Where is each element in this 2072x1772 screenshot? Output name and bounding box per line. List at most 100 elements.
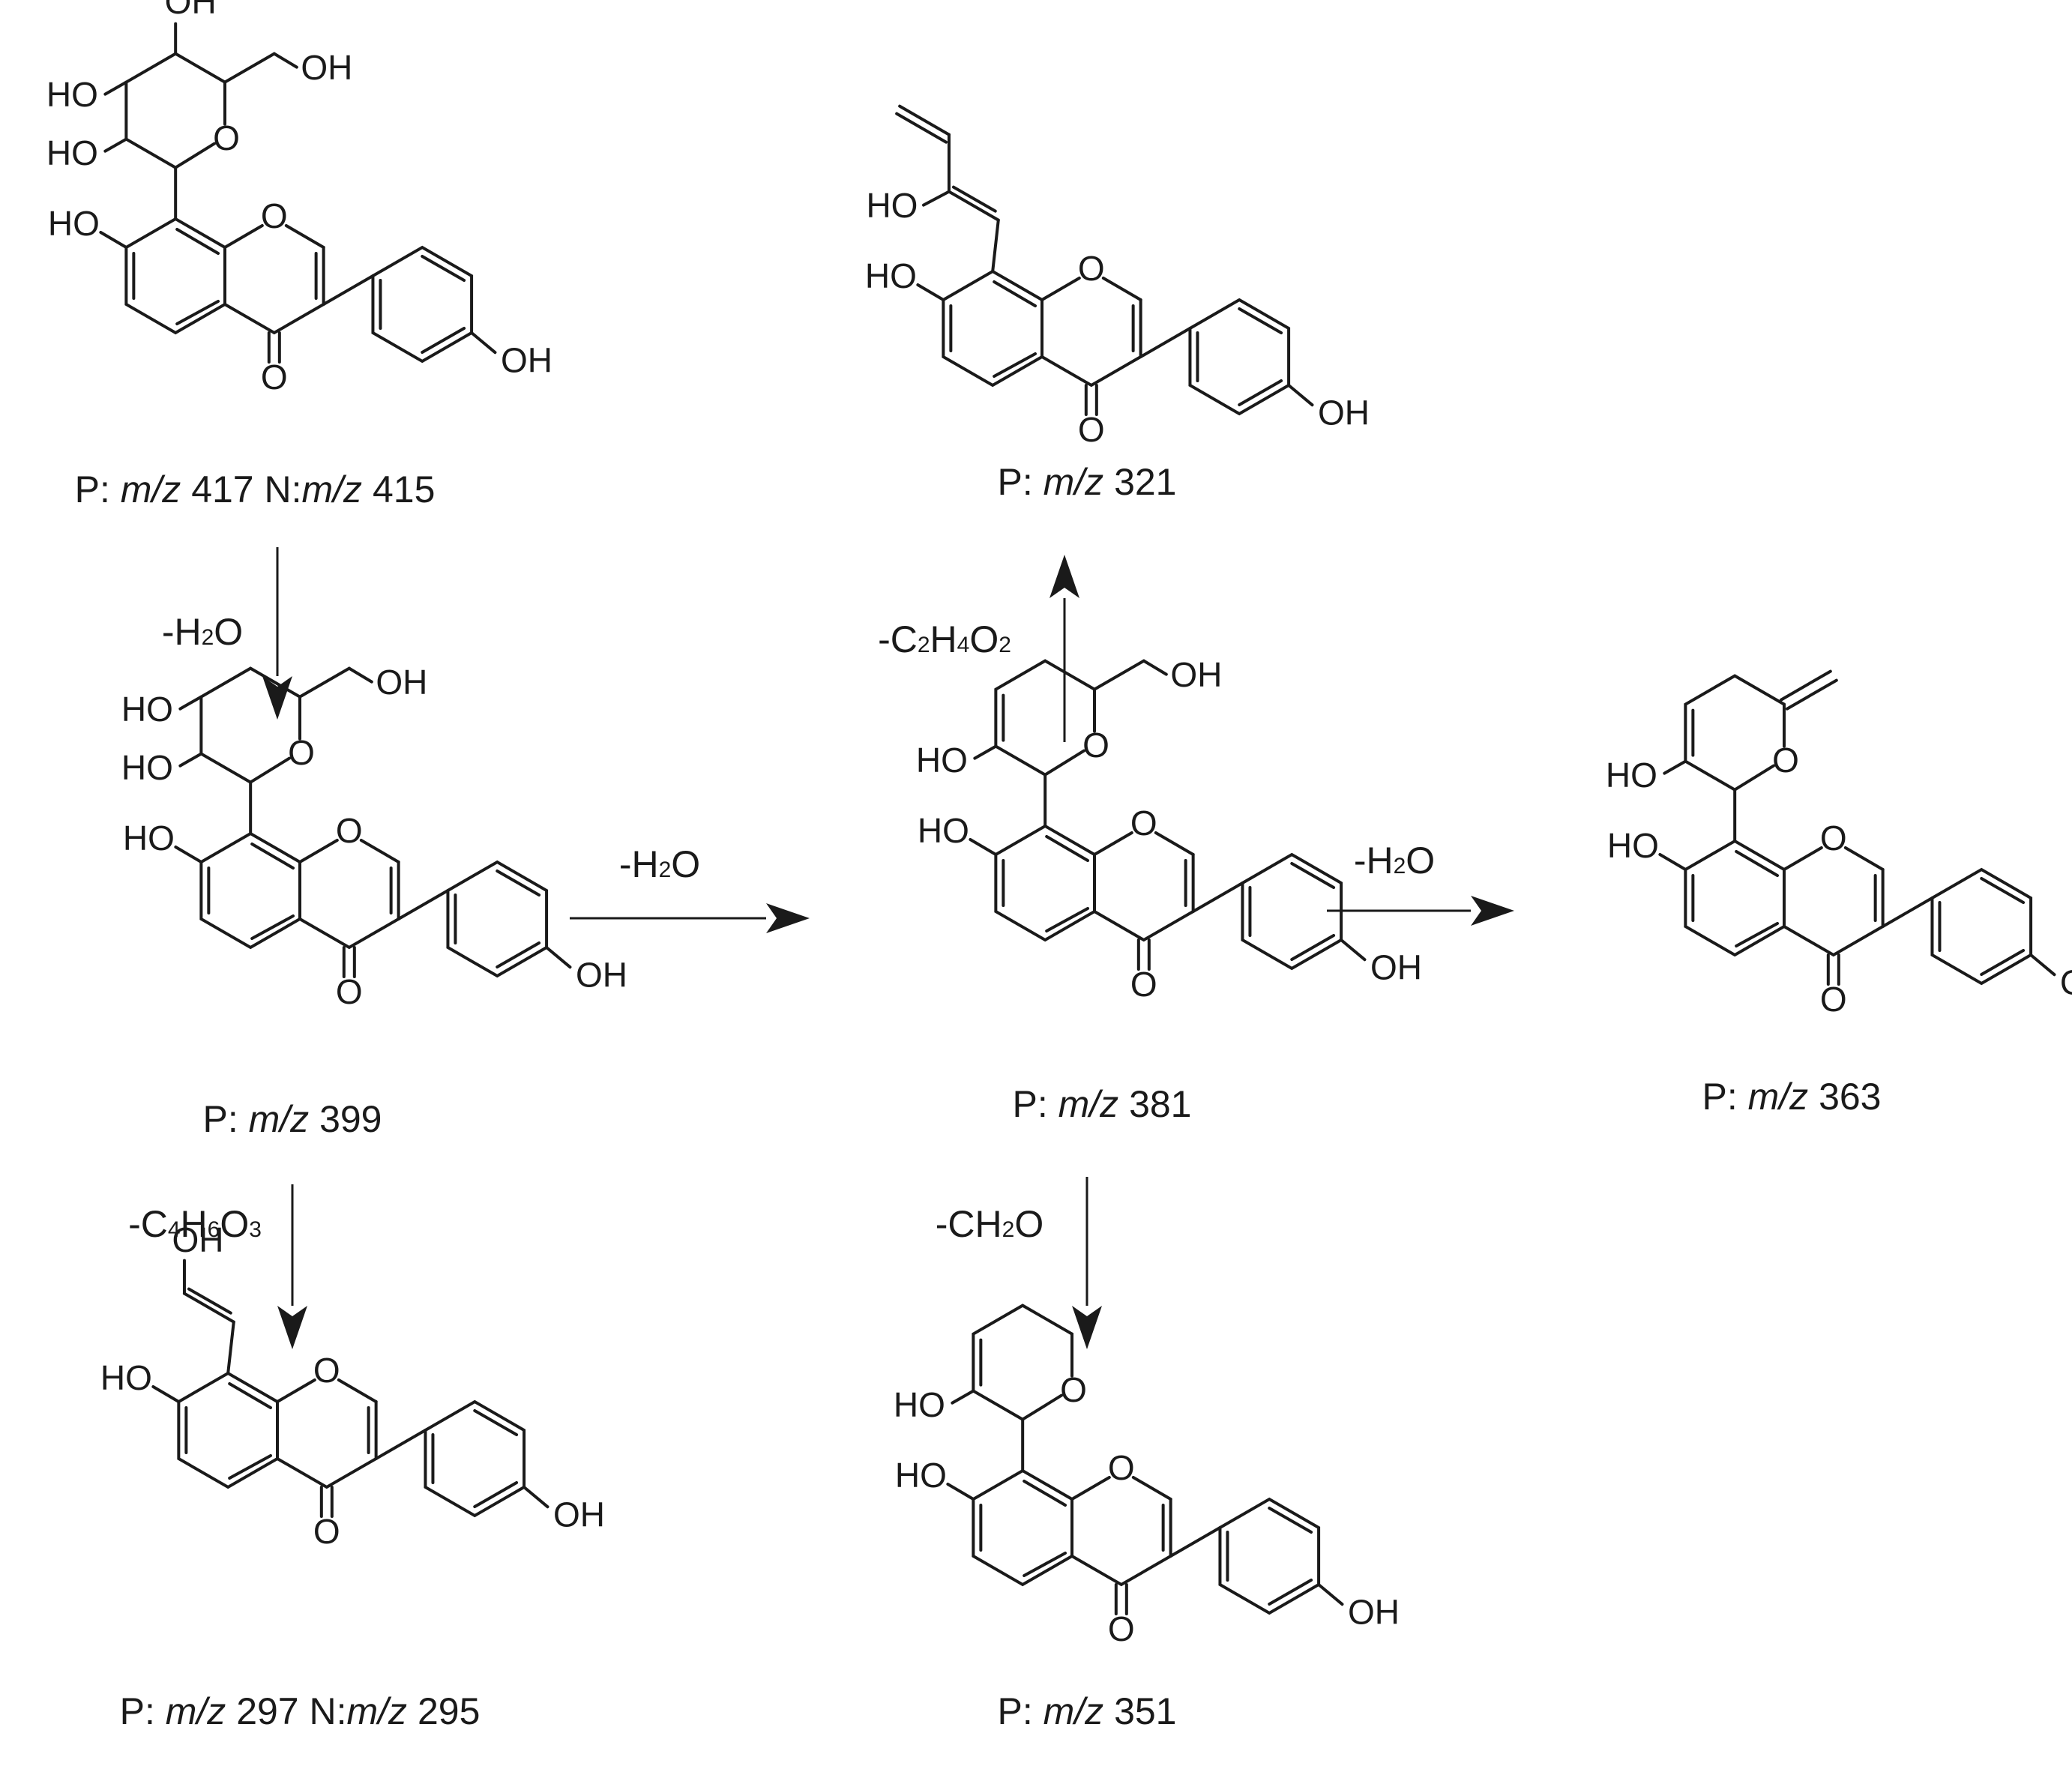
double-bond xyxy=(1290,862,1336,889)
arrow-a1: -H2O xyxy=(162,547,292,720)
double-bond xyxy=(421,327,466,354)
caption-c297: P: m/z 297 N:m/z 295 xyxy=(120,1690,481,1732)
hydroxyl: OH xyxy=(172,1220,223,1259)
ring-a xyxy=(1684,839,1786,957)
hydroxyl: OH xyxy=(501,340,552,379)
caption-c381: P: m/z 381 xyxy=(1012,1083,1191,1125)
bond xyxy=(178,752,203,768)
sugar-ring xyxy=(1684,674,1786,792)
carbonyl-oxygen: O xyxy=(1820,980,1847,1019)
double-bond xyxy=(250,914,295,940)
double-bond xyxy=(1980,877,2026,904)
ring-c xyxy=(1093,853,1195,942)
double-bond xyxy=(993,280,1037,307)
double-bond xyxy=(175,228,220,255)
bond xyxy=(522,1486,549,1509)
carbonyl-oxygen: O xyxy=(1108,1609,1135,1648)
ring-oxygen: O xyxy=(1772,741,1799,780)
bond xyxy=(174,142,216,169)
bond xyxy=(359,839,400,864)
hydroxyl: OH xyxy=(1348,1592,1400,1631)
caption-c399: P: m/z 399 xyxy=(202,1098,382,1140)
ring-b xyxy=(1188,298,1291,416)
bond xyxy=(1340,938,1367,962)
bond xyxy=(921,190,951,207)
ring-oxygen: O xyxy=(336,811,363,850)
carbonyl-oxygen: O xyxy=(336,972,363,1011)
double-bond xyxy=(1045,907,1089,932)
bond xyxy=(1169,1526,1222,1558)
bond xyxy=(946,1483,975,1501)
bond xyxy=(337,1378,378,1403)
double-bond xyxy=(473,1481,519,1508)
bond xyxy=(1101,277,1142,301)
ring-oxygen: O xyxy=(1820,819,1847,858)
arrow-label: -H2O xyxy=(1354,840,1435,882)
arrow-label: -C2H4O2 xyxy=(878,618,1011,660)
hydroxyl: HO xyxy=(46,133,98,172)
bond xyxy=(1139,327,1192,358)
bond xyxy=(182,1292,235,1324)
caption-c417: P: m/z 417 N:m/z 415 xyxy=(75,468,436,510)
sugar-ring xyxy=(124,52,226,169)
bond xyxy=(470,331,497,355)
hydroxyl: HO xyxy=(48,204,100,243)
double-bond xyxy=(1735,850,1779,877)
ring-oxygen: O xyxy=(1078,249,1105,288)
bond xyxy=(223,52,276,84)
carbonyl-oxygen: O xyxy=(1130,965,1157,1004)
bond xyxy=(178,695,203,711)
ring-oxygen: O xyxy=(313,1351,340,1390)
double-bond xyxy=(1238,307,1283,334)
double-bond xyxy=(951,185,997,213)
bond xyxy=(1040,277,1081,301)
bond xyxy=(1658,853,1687,871)
arrow-head xyxy=(1072,1306,1102,1349)
bond xyxy=(1287,384,1314,407)
bond xyxy=(322,274,375,306)
caption-c321: P: m/z 321 xyxy=(997,461,1176,503)
bond xyxy=(2029,953,2056,977)
bond xyxy=(103,80,128,96)
bond xyxy=(374,1429,427,1460)
bond xyxy=(272,52,298,69)
bond xyxy=(951,1389,975,1405)
bond xyxy=(1093,831,1133,856)
hydroxyl: OH xyxy=(576,955,627,994)
ring-oxygen: O xyxy=(261,196,288,235)
hydroxyl: HO xyxy=(916,741,968,780)
hydroxyl: HO xyxy=(121,748,173,787)
double-bond xyxy=(175,300,220,325)
bond xyxy=(397,889,450,920)
bond xyxy=(298,666,351,699)
ring-oxygen: O xyxy=(288,733,315,772)
ring-a xyxy=(994,824,1096,942)
ring-b xyxy=(371,245,474,364)
ring-a xyxy=(124,217,226,335)
sugar-ring xyxy=(994,659,1096,777)
bond xyxy=(151,1385,181,1403)
bond xyxy=(1142,659,1168,676)
double-bond xyxy=(228,1382,272,1409)
double-bond xyxy=(496,870,541,896)
hydroxyl: HO xyxy=(121,690,173,729)
arrows: -H2O-H2O-C2H4O2-H2O-C4H6O3-CH2O xyxy=(128,547,1514,1349)
bond xyxy=(973,744,998,760)
hydroxyl: HO xyxy=(46,75,98,114)
bond xyxy=(99,231,128,249)
ring-a xyxy=(972,1468,1073,1587)
bond xyxy=(223,224,264,249)
hydroxyl: OH xyxy=(376,663,427,702)
bond xyxy=(226,1320,235,1375)
double-bond xyxy=(993,352,1037,378)
sugar-ring xyxy=(972,1304,1073,1421)
double-bond xyxy=(1786,678,1838,711)
hydroxyl: HO xyxy=(866,186,918,225)
double-bond xyxy=(421,255,466,282)
bond xyxy=(1733,764,1775,792)
